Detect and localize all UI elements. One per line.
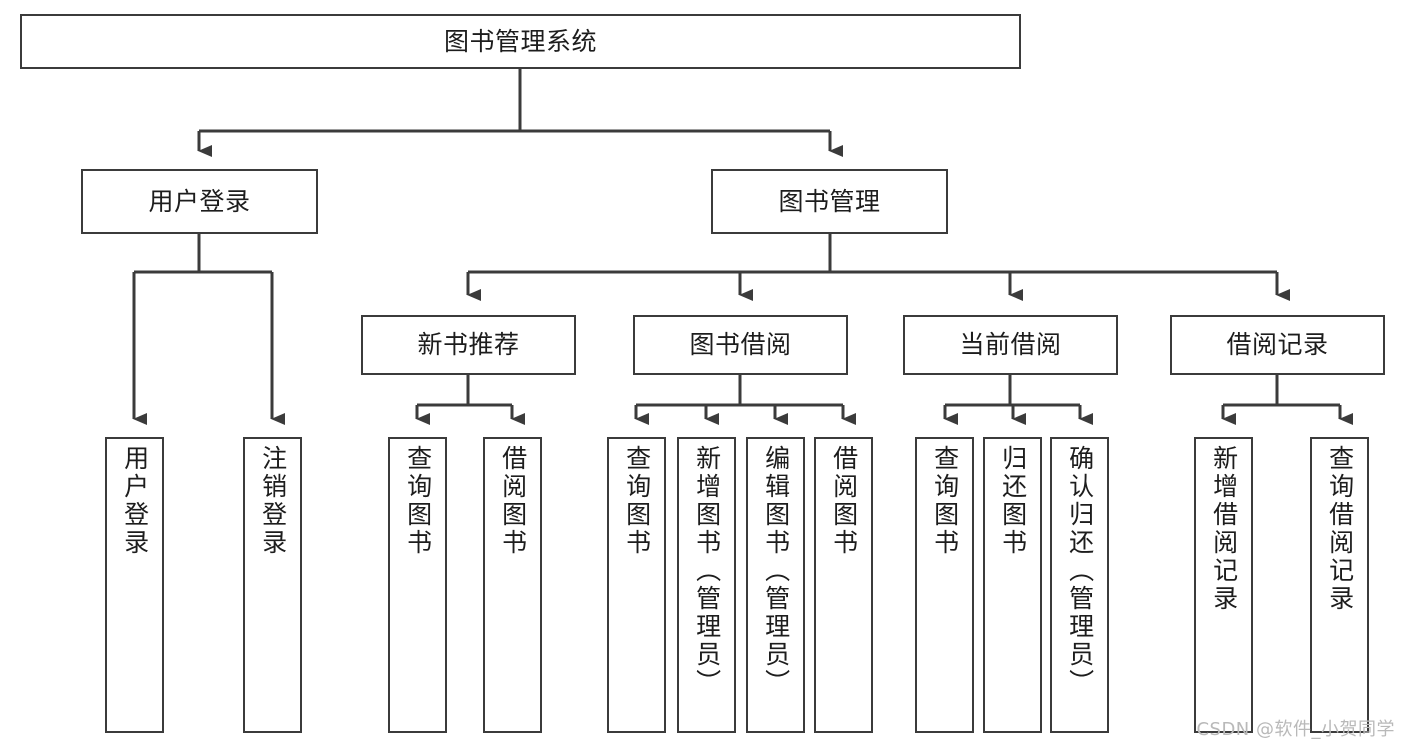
leaf-current-query-book[interactable]: 查询图书 [915, 437, 974, 733]
node-borrow-record-label: 借阅记录 [1226, 330, 1329, 360]
leaf-user-login-label: 用户登录 [120, 445, 150, 557]
leaf-newbook-query-book[interactable]: 查询图书 [388, 437, 447, 733]
node-new-book-recommend[interactable]: 新书推荐 [361, 315, 576, 375]
leaf-logout[interactable]: 注销登录 [243, 437, 302, 733]
node-user-login[interactable]: 用户登录 [81, 169, 318, 234]
node-book-management-label: 图书管理 [778, 186, 881, 216]
leaf-record-add[interactable]: 新增借阅记录 [1194, 437, 1253, 733]
node-current-borrow[interactable]: 当前借阅 [903, 315, 1118, 375]
node-current-borrow-label: 当前借阅 [959, 330, 1062, 360]
leaf-current-confirm-return-label: 确认归还（管理员） [1065, 445, 1095, 697]
leaf-user-login[interactable]: 用户登录 [105, 437, 164, 733]
leaf-record-query[interactable]: 查询借阅记录 [1310, 437, 1369, 733]
node-book-management[interactable]: 图书管理 [711, 169, 948, 234]
node-book-borrow[interactable]: 图书借阅 [633, 315, 848, 375]
leaf-logout-label: 注销登录 [258, 445, 288, 557]
leaf-borrow-query-book[interactable]: 查询图书 [607, 437, 666, 733]
node-book-borrow-label: 图书借阅 [689, 330, 792, 360]
csdn-watermark: CSDN @软件_小贺同学 [1196, 719, 1395, 740]
leaf-current-return-book[interactable]: 归还图书 [983, 437, 1042, 733]
leaf-current-confirm-return[interactable]: 确认归还（管理员） [1050, 437, 1109, 733]
node-root-label: 图书管理系统 [443, 26, 597, 56]
leaf-borrow-query-book-label: 查询图书 [622, 445, 652, 557]
node-root[interactable]: 图书管理系统 [20, 14, 1021, 69]
leaf-borrow-add-book[interactable]: 新增图书（管理员） [677, 437, 736, 733]
node-borrow-record[interactable]: 借阅记录 [1170, 315, 1385, 375]
leaf-newbook-borrow-book-label: 借阅图书 [498, 445, 528, 557]
leaf-record-query-label: 查询借阅记录 [1325, 445, 1355, 613]
leaf-current-query-book-label: 查询图书 [930, 445, 960, 557]
leaf-newbook-borrow-book[interactable]: 借阅图书 [483, 437, 542, 733]
leaf-borrow-borrow-book[interactable]: 借阅图书 [814, 437, 873, 733]
leaf-borrow-borrow-book-label: 借阅图书 [829, 445, 859, 557]
leaf-newbook-query-book-label: 查询图书 [403, 445, 433, 557]
leaf-borrow-add-book-label: 新增图书（管理员） [692, 445, 722, 697]
leaf-record-add-label: 新增借阅记录 [1209, 445, 1239, 613]
leaf-borrow-edit-book-label: 编辑图书（管理员） [761, 445, 791, 697]
node-user-login-label: 用户登录 [148, 186, 251, 216]
node-new-book-recommend-label: 新书推荐 [417, 330, 520, 360]
leaf-current-return-book-label: 归还图书 [998, 445, 1028, 557]
leaf-borrow-edit-book[interactable]: 编辑图书（管理员） [746, 437, 805, 733]
